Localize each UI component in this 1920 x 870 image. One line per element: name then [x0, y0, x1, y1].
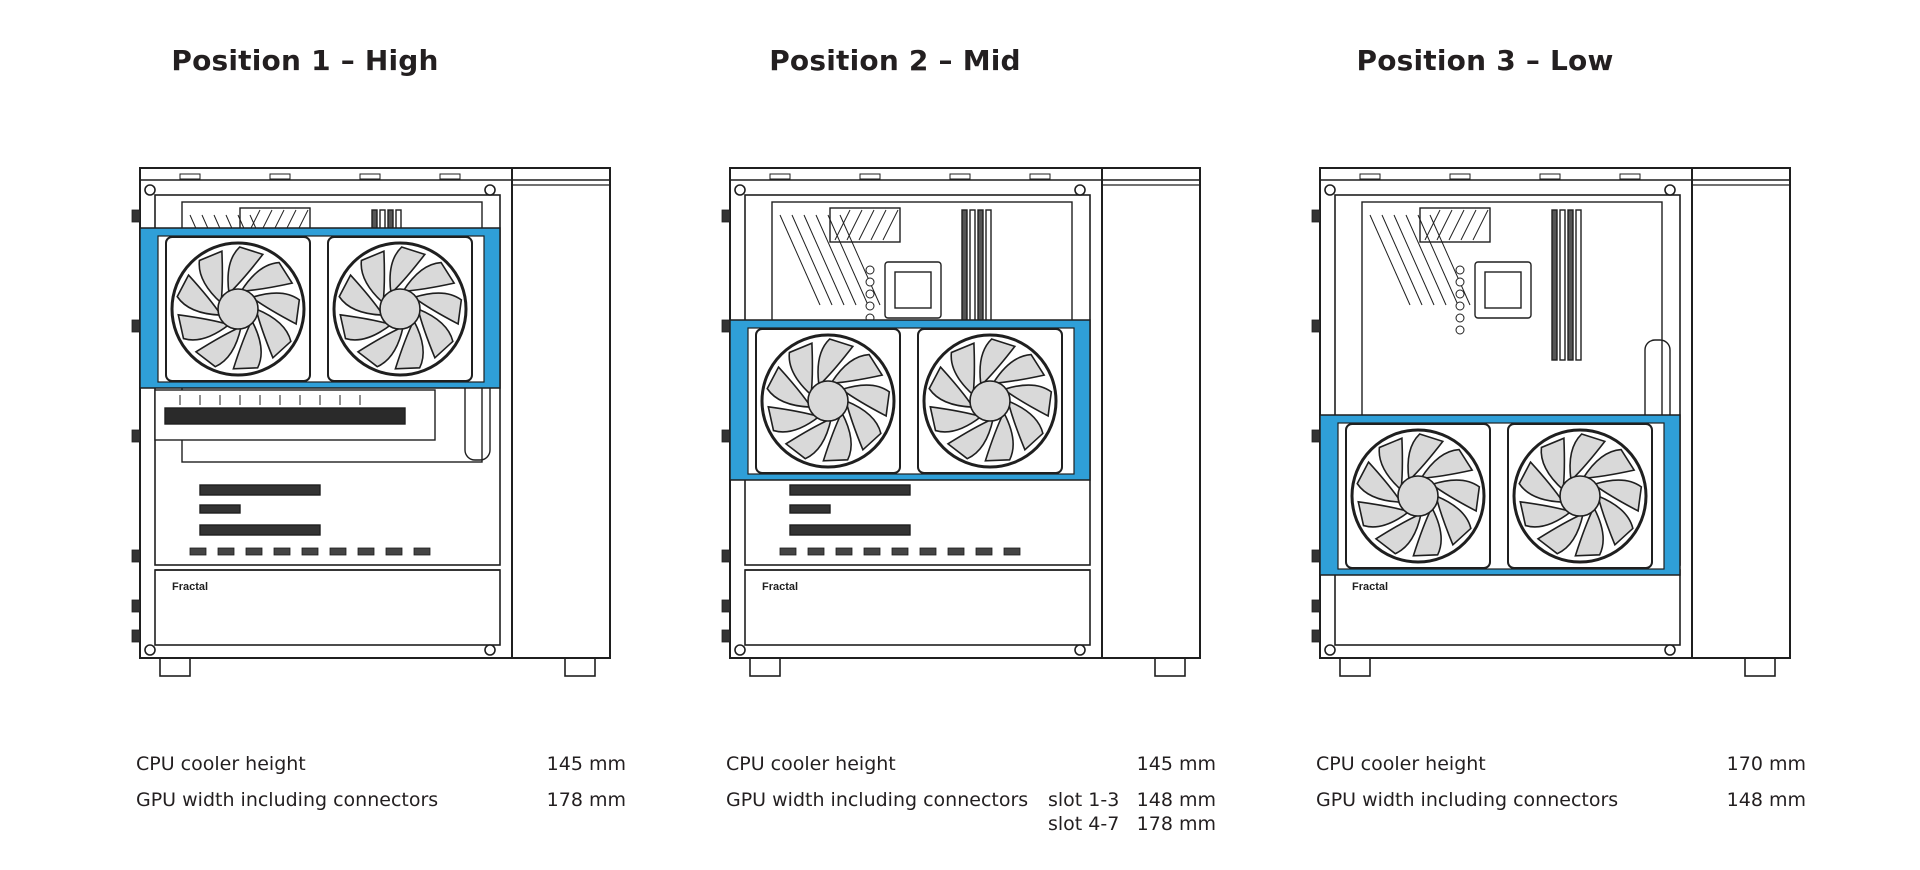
gpu-width-label: GPU width including connectors: [136, 789, 439, 811]
cpu-cooler-height-label: CPU cooler height: [136, 753, 306, 775]
position-2-title: Position 2 – Mid: [769, 44, 1021, 77]
case-line-art: Fractal: [1311, 167, 1791, 677]
case-diagram-mid: Fractal: [721, 167, 1201, 677]
screw: [1074, 184, 1086, 196]
cpu-cooler-height-value: 170 mm: [1726, 753, 1806, 775]
screw: [734, 644, 746, 656]
cpu-cooler-height-row: CPU cooler height 145 mm: [136, 752, 626, 788]
cpu-cooler-height-row: CPU cooler height 170 mm: [1316, 752, 1806, 788]
screw: [1664, 184, 1676, 196]
fan: [917, 328, 1063, 474]
cpu-cooler-height-label: CPU cooler height: [1316, 753, 1486, 775]
screw: [484, 184, 496, 196]
screw: [1664, 644, 1676, 656]
screw: [484, 644, 496, 656]
fan: [755, 328, 901, 474]
position-3-title: Position 3 – Low: [1356, 44, 1614, 77]
case-line-art: Fractal: [721, 167, 1201, 677]
gpu-width-row-b: slot 4-7 178 mm: [726, 812, 1216, 838]
screw: [1324, 184, 1336, 196]
screw: [1074, 644, 1086, 656]
screw: [734, 184, 746, 196]
gpu-slot-b-label: slot 4-7: [1048, 813, 1120, 835]
gpu-slot-b-value: 178 mm: [1136, 813, 1216, 835]
position-1-title: Position 1 – High: [171, 44, 439, 77]
case-diagram-high: Fractal: [131, 167, 611, 677]
fan-bracket: [1319, 414, 1681, 576]
screw: [1324, 644, 1336, 656]
brand-mark: Fractal: [1352, 581, 1388, 593]
gpu-width-row: GPU width including connectors 148 mm: [1316, 788, 1806, 824]
gpu-width-value: 148 mm: [1726, 789, 1806, 811]
gpu-width-label: GPU width including connectors: [726, 789, 1029, 811]
gpu-slot-a-value: 148 mm: [1136, 789, 1216, 811]
fan: [1507, 423, 1653, 569]
position-1-panel: Position 1 – High Fractal CPU cooler hei…: [60, 0, 660, 870]
position-1-specs: CPU cooler height 145 mm GPU width inclu…: [136, 752, 626, 824]
cpu-cooler-height-value: 145 mm: [1136, 753, 1216, 775]
brand-mark: Fractal: [762, 581, 798, 593]
gpu-width-row: GPU width including connectors slot 1-3 …: [726, 788, 1216, 824]
brand-mark: Fractal: [172, 581, 208, 593]
screw: [144, 184, 156, 196]
gpu-slot-a-label: slot 1-3: [1048, 789, 1120, 811]
fan: [165, 236, 311, 382]
fan: [327, 236, 473, 382]
position-3-panel: Position 3 – Low Fractal CPU cooler heig…: [1240, 0, 1840, 870]
gpu-width-value: 178 mm: [546, 789, 626, 811]
case-line-art: Fractal: [131, 167, 611, 677]
gpu-card: [154, 389, 436, 441]
fan-bracket: [729, 319, 1091, 481]
cpu-cooler-height-row: CPU cooler height 145 mm: [726, 752, 1216, 788]
cpu-cooler-height-label: CPU cooler height: [726, 753, 896, 775]
gpu-width-row: GPU width including connectors 178 mm: [136, 788, 626, 824]
fan-bracket: [139, 227, 501, 389]
position-3-specs: CPU cooler height 170 mm GPU width inclu…: [1316, 752, 1806, 824]
gpu-width-label: GPU width including connectors: [1316, 789, 1619, 811]
position-2-panel: Position 2 – Mid Fractal CPU cooler heig…: [650, 0, 1250, 870]
fan: [1345, 423, 1491, 569]
screw: [144, 644, 156, 656]
cpu-cooler-height-value: 145 mm: [546, 753, 626, 775]
position-2-specs: CPU cooler height 145 mm GPU width inclu…: [726, 752, 1216, 838]
case-diagram-low: Fractal: [1311, 167, 1791, 677]
